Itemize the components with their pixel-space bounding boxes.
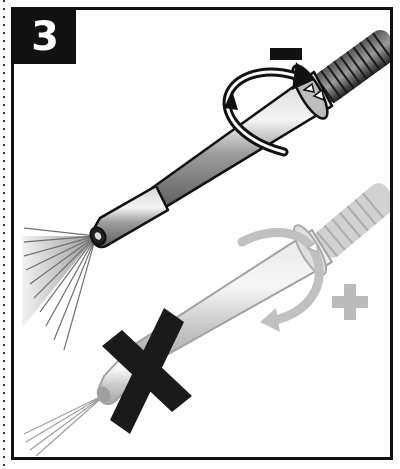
minus-sign — [270, 48, 302, 60]
wide-spray-fan — [22, 228, 96, 350]
incorrect-nozzle-group — [24, 179, 390, 456]
narrow-spray — [24, 394, 106, 456]
page-perforation — [1, 0, 7, 469]
illustration-scene — [14, 10, 390, 457]
step-number-badge: 3 — [14, 10, 76, 64]
plus-sign — [332, 284, 368, 320]
instruction-panel: 3 — [11, 7, 393, 460]
